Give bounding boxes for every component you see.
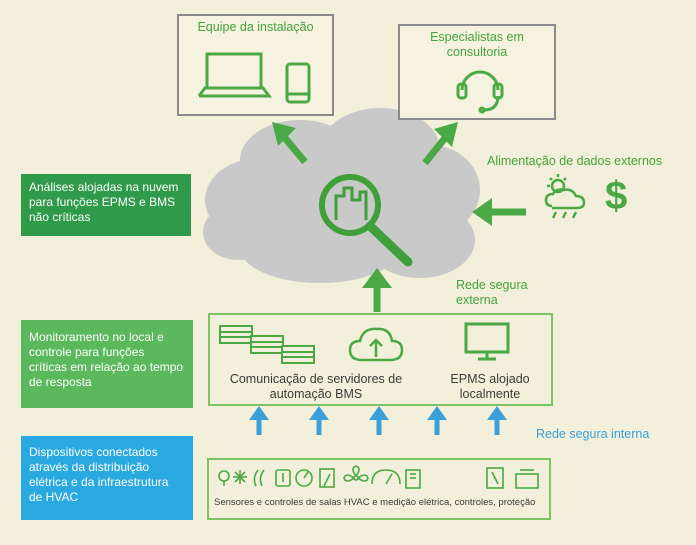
installation-team-label: Equipe da instalação — [197, 20, 314, 34]
internal-network-label: Rede segura interna — [536, 427, 650, 441]
devices-caption: Sensores e controles de salas HVAC e med… — [214, 497, 536, 508]
internal-network-arrows — [249, 406, 507, 435]
devices-box — [207, 458, 551, 520]
cloud-shape — [203, 108, 480, 283]
arrow-from-external-feed — [472, 198, 526, 226]
installation-team-box: Equipe da instalação — [177, 14, 334, 116]
analytics-magnifier-icon — [319, 174, 413, 267]
headset-icon — [456, 70, 504, 114]
arrow-up-right — [422, 122, 458, 166]
consulting-specialists-box: Especialistas em consultoria — [398, 24, 556, 120]
local-systems-box — [208, 313, 553, 406]
arrow-local-to-cloud — [362, 268, 392, 312]
arrow-up-left — [272, 122, 308, 165]
cloud-analytics-panel: Análises alojadas na nuvem para funções … — [21, 174, 191, 236]
local-monitoring-panel: Monitoramento no local e controle para f… — [21, 320, 193, 408]
connected-devices-text: Dispositivos conectados através da distr… — [29, 445, 169, 504]
dollar-icon: $ — [605, 174, 628, 218]
local-monitoring-text: Monitoramento no local e controle para f… — [29, 330, 184, 389]
laptop-tablet-icon — [197, 52, 311, 104]
external-feed-label: Alimentação de dados externos — [487, 154, 663, 168]
bms-servers-label: Comunicação de servidores de automação B… — [229, 372, 403, 401]
consulting-specialists-label: Especialistas em consultoria — [430, 30, 524, 59]
cloud-analytics-text: Análises alojadas na nuvem para funções … — [29, 180, 179, 224]
connected-devices-panel: Dispositivos conectados através da distr… — [21, 436, 193, 520]
external-network-label: Rede segura externa — [456, 278, 528, 307]
epms-local-label: EPMS alojado localmente — [450, 372, 530, 401]
